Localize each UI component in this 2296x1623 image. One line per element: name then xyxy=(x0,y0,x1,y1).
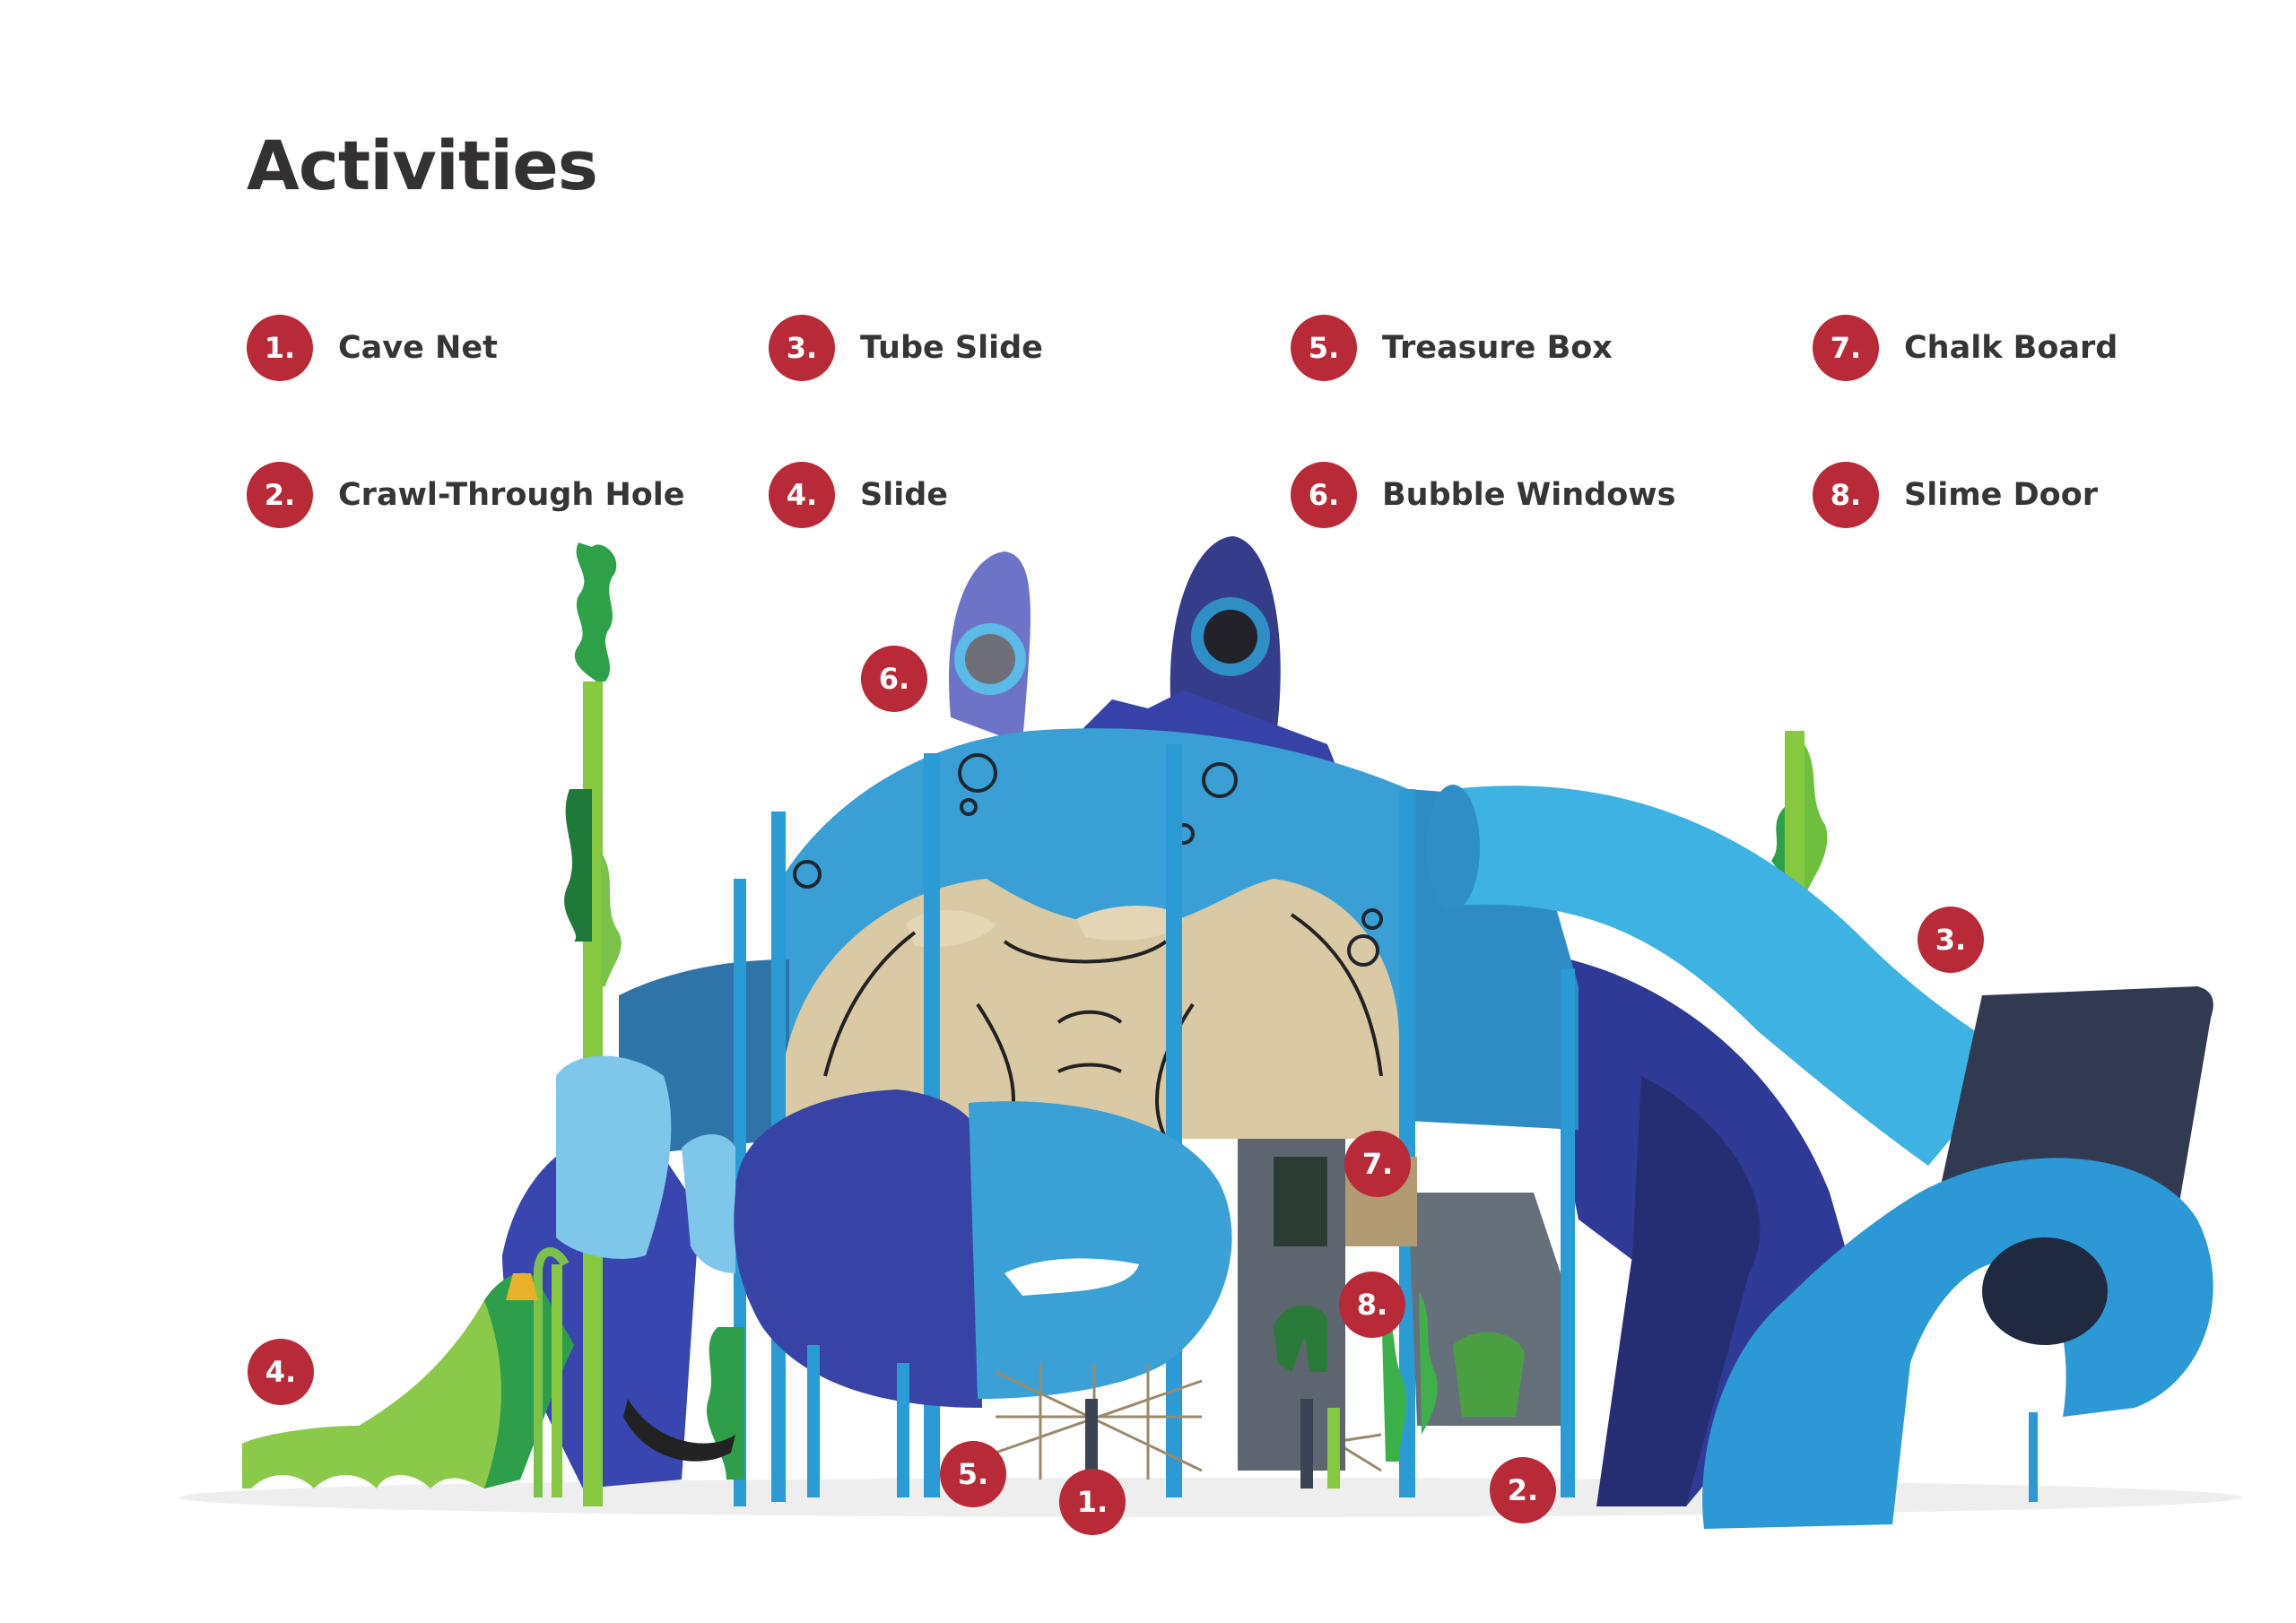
marker-tube-slide: 3. xyxy=(1918,907,1984,973)
number-badge: 7. xyxy=(1813,315,1879,381)
number-badge: 1. xyxy=(247,315,313,381)
legend-label: Treasure Box xyxy=(1382,330,1613,366)
number-badge: 6. xyxy=(1291,462,1357,528)
legend-label: Bubble Windows xyxy=(1382,477,1676,513)
number-badge: 5. xyxy=(1291,315,1357,381)
marker-bubble-windows: 6. xyxy=(861,646,927,712)
page-title: Activities xyxy=(247,126,598,205)
legend-item-cave-net: 1. Cave Net xyxy=(247,314,498,382)
number-badge: 3. xyxy=(769,315,835,381)
legend-item-tube-slide: 3. Tube Slide xyxy=(769,314,1043,382)
legend-label: Crawl-Through Hole xyxy=(338,477,685,513)
legend-label: Chalk Board xyxy=(1904,330,2118,366)
legend-label: Slide xyxy=(860,477,948,513)
number-badge: 2. xyxy=(247,462,313,528)
legend-item-treasure-box: 5. Treasure Box xyxy=(1291,314,1613,382)
legend-item-crawl-through-hole: 2. Crawl-Through Hole xyxy=(247,461,685,529)
marker-slime-door: 8. xyxy=(1339,1271,1405,1338)
marker-chalk-board: 7. xyxy=(1344,1131,1411,1197)
marker-crawl-through-hole: 2. xyxy=(1490,1457,1556,1523)
marker-slide: 4. xyxy=(248,1339,314,1405)
marker-treasure-box: 5. xyxy=(940,1441,1006,1507)
number-badge: 8. xyxy=(1813,462,1879,528)
legend-label: Cave Net xyxy=(338,330,498,366)
legend-item-slime-door: 8. Slime Door xyxy=(1813,461,2098,529)
number-badge: 4. xyxy=(769,462,835,528)
legend-item-bubble-windows: 6. Bubble Windows xyxy=(1291,461,1675,529)
legend-item-slide: 4. Slide xyxy=(769,461,948,529)
legend-item-chalk-board: 7. Chalk Board xyxy=(1813,314,2118,382)
legend-label: Slime Door xyxy=(1904,477,2098,513)
marker-cave-net: 1. xyxy=(1059,1469,1126,1535)
legend-label: Tube Slide xyxy=(860,330,1043,366)
